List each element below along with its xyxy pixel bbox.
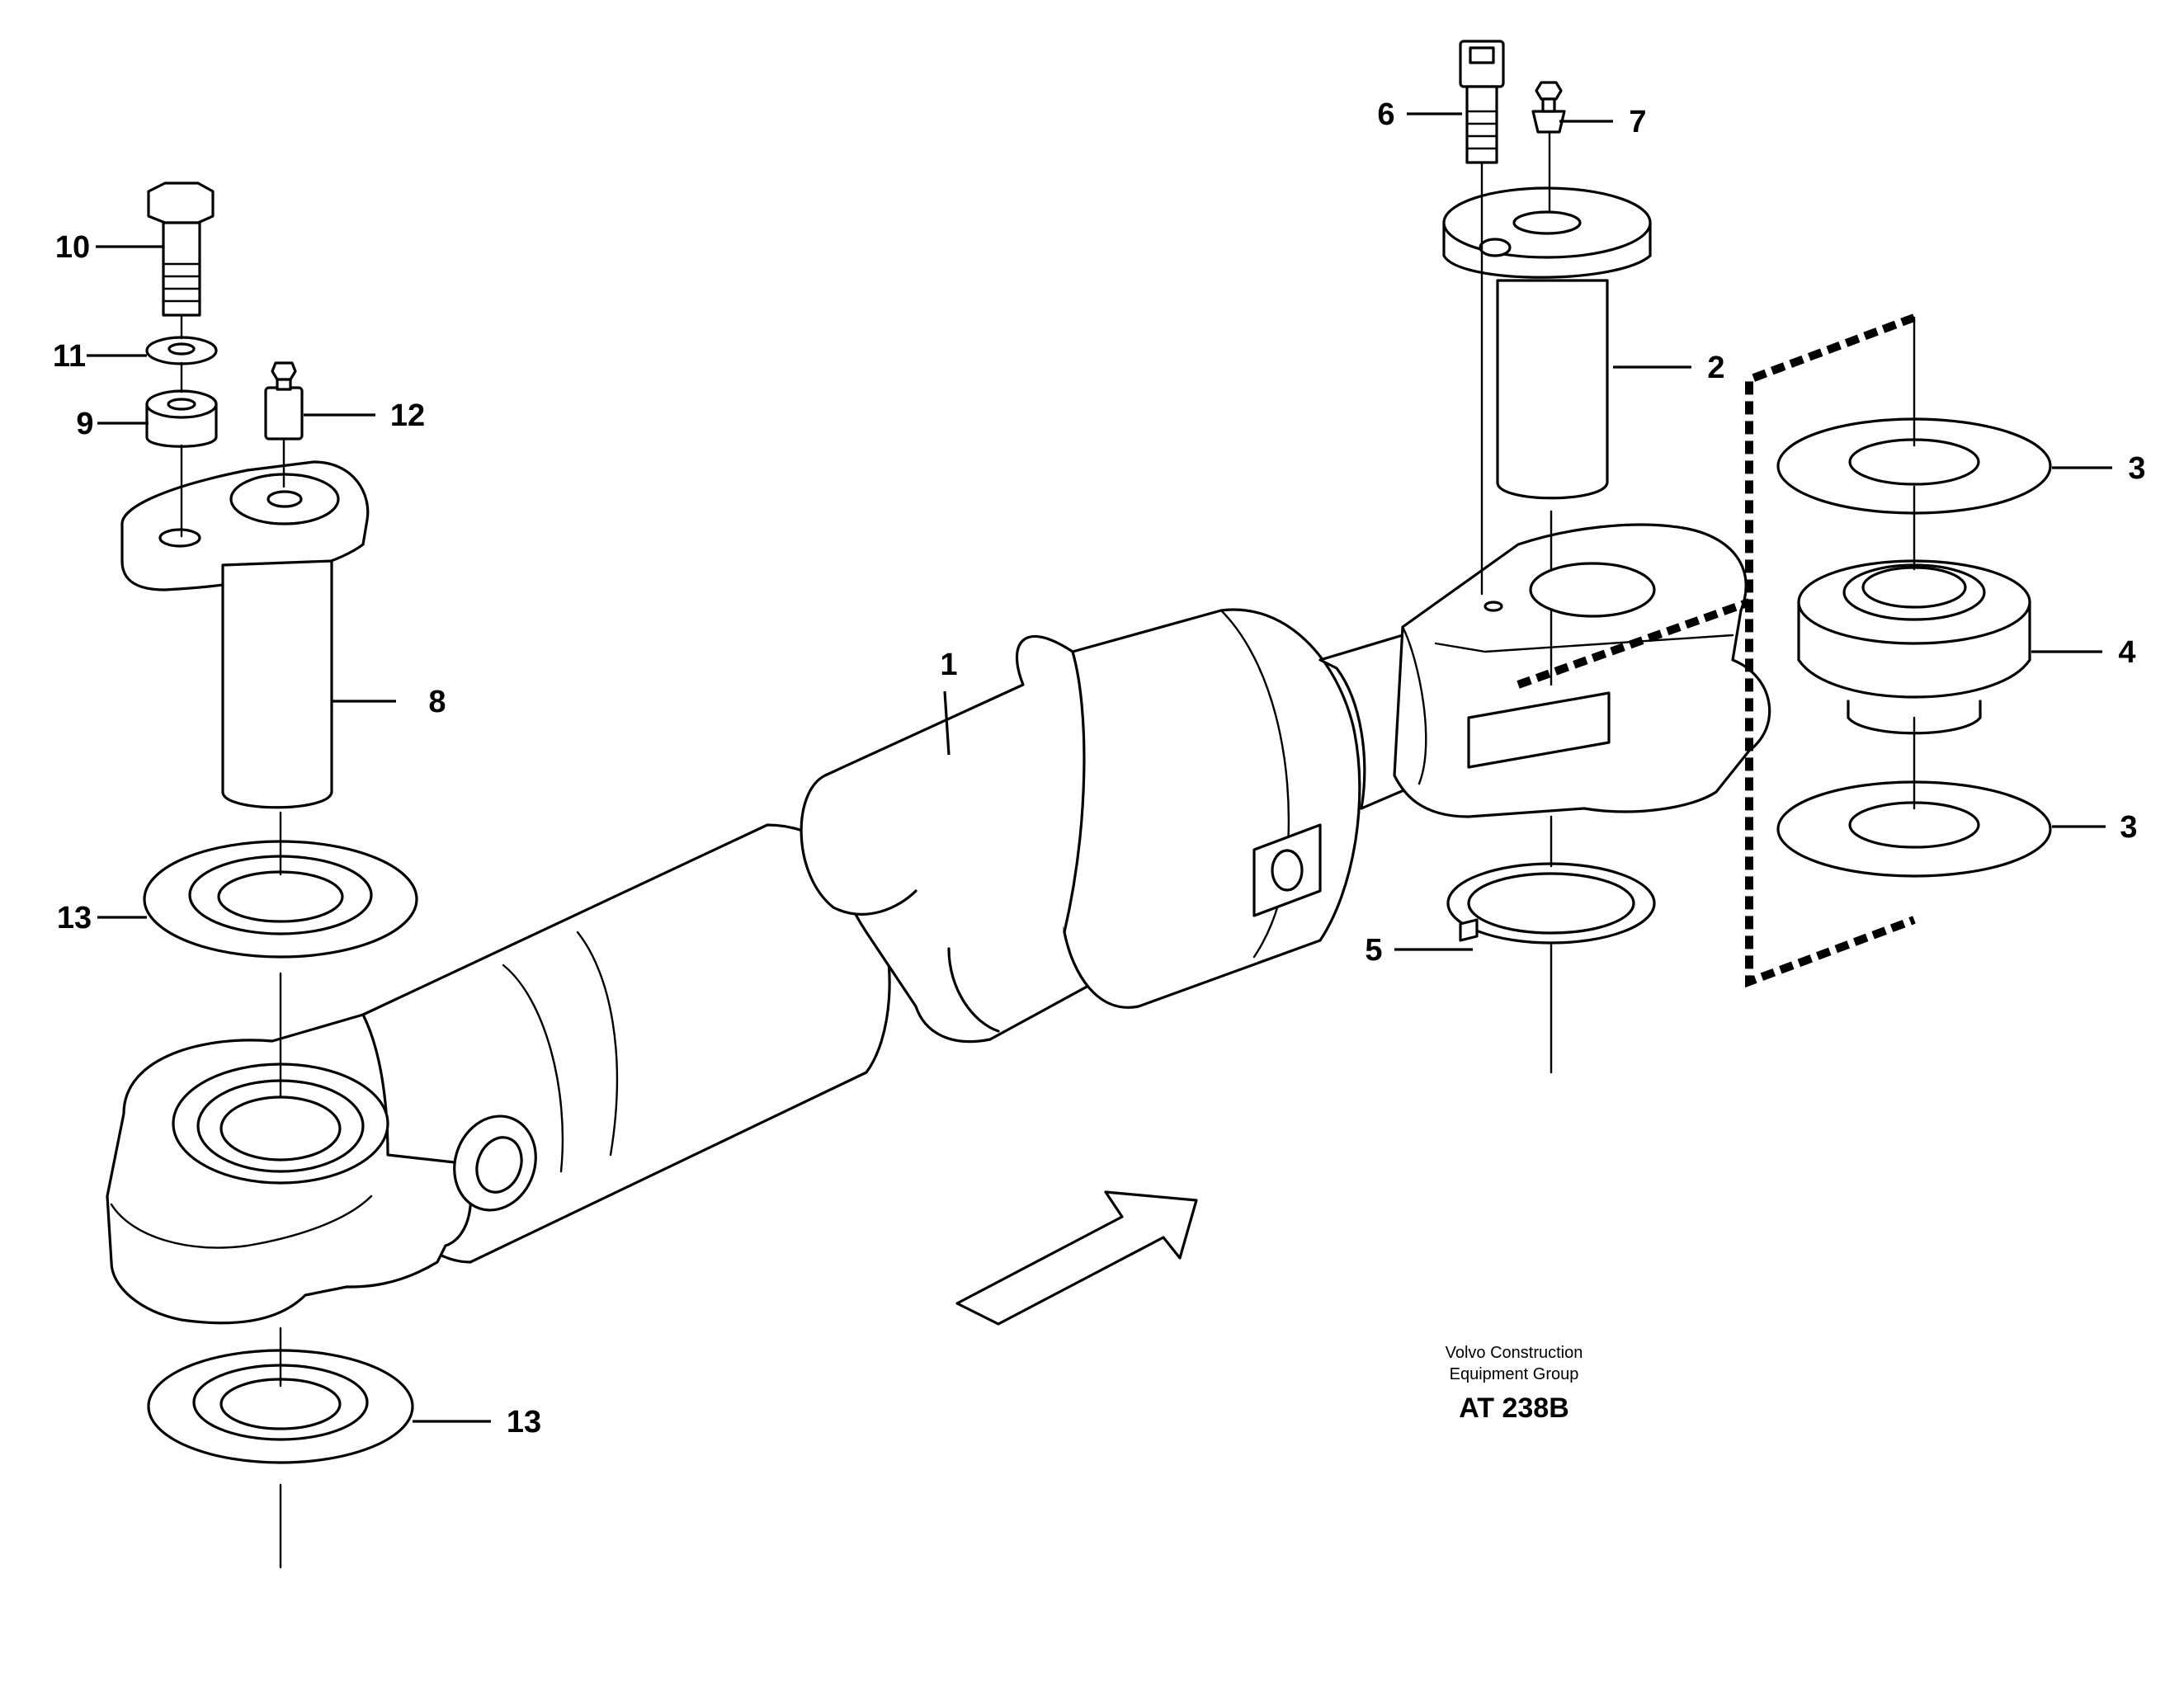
washer-bottom <box>1776 780 2052 878</box>
credit-line-1: Volvo Construction <box>1446 1344 1583 1362</box>
spherical-bearing <box>1797 559 2031 735</box>
callout-7: 7 <box>1629 105 1646 139</box>
callout-1: 1 <box>940 648 957 682</box>
grease-nipple-right <box>1531 81 1566 134</box>
callout-9: 9 <box>76 407 93 441</box>
callout-12: 12 <box>390 398 425 433</box>
circlip <box>1446 862 1656 945</box>
grease-nipple-left <box>264 361 304 441</box>
center-lines-right <box>1480 130 1916 1074</box>
seal-ring-upper <box>143 840 418 959</box>
callout-3-bottom: 3 <box>2120 810 2137 845</box>
socket-head-screw <box>1459 40 1505 164</box>
center-lines-left <box>180 313 285 1569</box>
hydraulic-cylinder <box>106 608 1430 1325</box>
callout-13-lower: 13 <box>507 1405 541 1439</box>
pin-with-flange <box>120 460 370 809</box>
callout-13-upper: 13 <box>57 901 92 935</box>
washer-small <box>145 336 218 365</box>
hex-bolt <box>147 181 215 317</box>
callout-2: 2 <box>1707 351 1724 385</box>
rod-eye <box>1393 523 1771 818</box>
spacer <box>145 389 218 448</box>
callout-5: 5 <box>1365 933 1382 968</box>
direction-arrow <box>955 1190 1198 1326</box>
callout-10: 10 <box>55 230 90 265</box>
callout-8: 8 <box>428 685 446 719</box>
callout-4: 4 <box>2118 635 2135 670</box>
callout-leaders <box>87 112 2112 1423</box>
credit-line-2: Equipment Group <box>1450 1365 1579 1383</box>
subassembly-frame <box>1517 313 1916 988</box>
callout-3-top: 3 <box>2128 451 2145 486</box>
callout-6: 6 <box>1377 97 1394 132</box>
credit-block: Volvo Construction Equipment Group AT 23… <box>1446 1344 1583 1424</box>
pin-with-plate <box>1442 186 1652 500</box>
callout-labels: 1 2 3 3 4 5 6 7 8 9 10 11 12 13 13 <box>53 97 2146 1439</box>
callout-11: 11 <box>53 339 86 374</box>
drawing-code: AT 238B <box>1459 1392 1569 1424</box>
